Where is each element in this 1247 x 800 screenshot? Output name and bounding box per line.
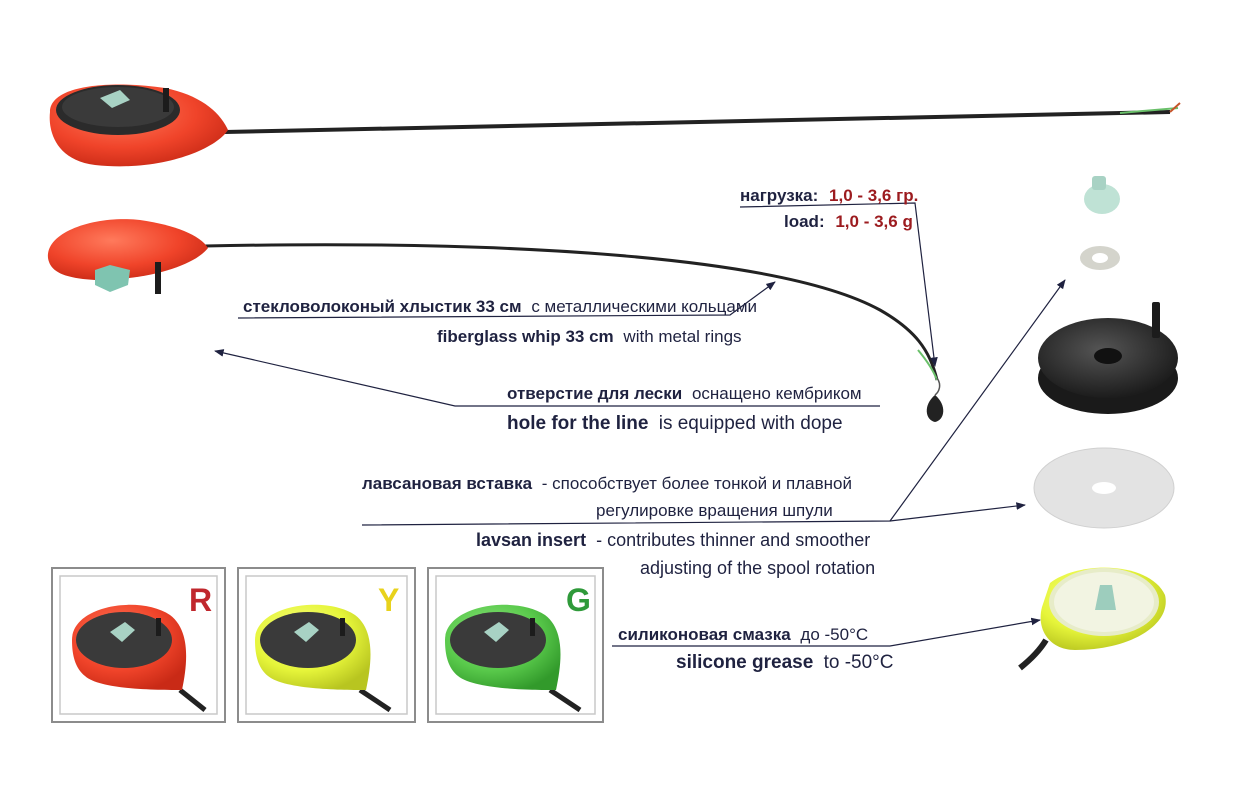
insert-ru-rest2: регулировке вращения шпули (596, 501, 833, 520)
load-ru-label: нагрузка: (740, 186, 818, 205)
load-en-value: 1,0 - 3,6 g (835, 212, 912, 231)
whip-en-bold: fiberglass whip 33 cm (437, 327, 614, 346)
load-ru-value: 1,0 - 3,6 гр. (829, 186, 918, 205)
label-hole: отверстие для лески оснащено кембриком h… (507, 384, 862, 434)
whip-ru-rest: с металлическими кольцами (531, 297, 757, 316)
insert-ru-bold: лавсановая вставка (362, 474, 533, 493)
svg-text:лавсановая вставка - спо: лавсановая вставка - способствует более … (362, 474, 852, 493)
svg-text:нагрузка: 1,0 - 3,6 гр.: нагрузка: 1,0 - 3,6 гр. (740, 186, 918, 205)
hole-ru-bold: отверстие для лески (507, 384, 682, 403)
grease-ru-bold: силиконовая смазка (618, 625, 791, 644)
svg-text:load: 1,0 - 3,6 g: load: 1,0 - 3,6 g (784, 212, 913, 231)
label-grease: силиконовая смазка до -50°С silicone gre… (618, 625, 893, 673)
svg-text:стекловолоконый хлыстик 33 см: стекловолоконый хлыстик 33 см с металлич… (243, 297, 757, 316)
hole-en-bold: hole for the line (507, 413, 648, 434)
svg-text:silicone grease to -50°C: silicone grease to -50°C (676, 652, 893, 673)
insert-ru-rest1: - способствует более тонкой и плавной (542, 474, 852, 493)
insert-en-bold: lavsan insert (476, 530, 586, 550)
svg-text:отверстие для лески осна: отверстие для лески оснащено кембриком (507, 384, 862, 403)
svg-text:lavsan insert - contribu: lavsan insert - contributes thinner and … (476, 530, 870, 550)
callout-lines (214, 202, 1066, 647)
grease-en-rest: to -50°C (824, 652, 894, 673)
label-load: нагрузка: 1,0 - 3,6 гр. load: 1,0 - 3,6 … (740, 186, 918, 231)
svg-text:силиконовая смазка до -5: силиконовая смазка до -50°С (618, 625, 868, 644)
variant-box-green: G (427, 567, 604, 723)
variant-box-red: R (51, 567, 226, 723)
grease-ru-rest: до -50°С (800, 625, 868, 644)
variant-letter-r: R (189, 582, 212, 618)
hole-ru-rest: оснащено кембриком (692, 384, 862, 403)
grease-en-bold: silicone grease (676, 652, 813, 673)
spool-parts (1018, 176, 1178, 671)
hole-en-rest: is equipped with dope (659, 413, 843, 434)
label-whip: стекловолоконый хлыстик 33 см с металлич… (243, 297, 757, 346)
variant-letter-g: G (566, 582, 591, 618)
insert-en-rest1: - contributes thinner and smoother (596, 530, 870, 550)
load-en-label: load: (784, 212, 825, 231)
svg-text:hole for the line is equ: hole for the line is equipped with dope (507, 413, 843, 434)
svg-text:fiberglass whip 33 cm wi: fiberglass whip 33 cm with metal rings (437, 327, 742, 346)
whip-ru-bold: стекловолоконый хлыстик 33 см (243, 297, 522, 316)
label-insert: лавсановая вставка - способствует более … (362, 474, 875, 578)
whip-en-rest: with metal rings (622, 327, 741, 346)
top-rod (49, 84, 1181, 167)
variant-letter-y: Y (378, 582, 399, 618)
variant-box-yellow: Y (237, 567, 416, 723)
insert-en-rest2: adjusting of the spool rotation (640, 558, 875, 578)
whip-rod (47, 219, 944, 422)
